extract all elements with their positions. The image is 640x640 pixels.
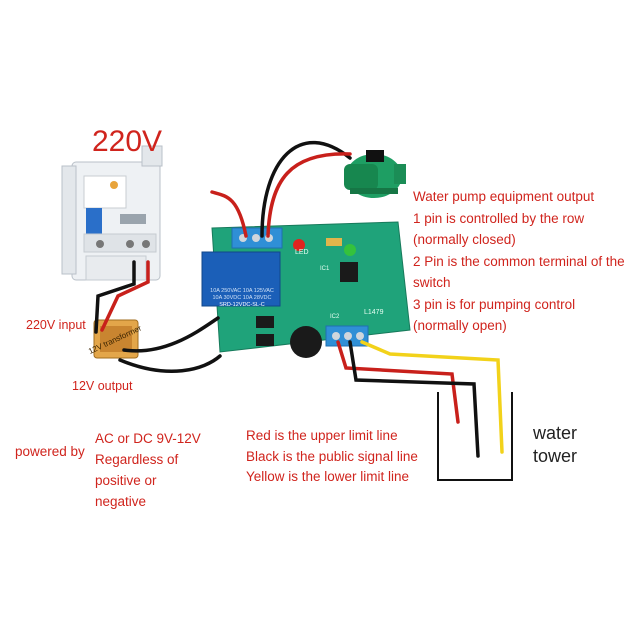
board-chip-label: IC2: [330, 314, 340, 320]
pump-line-5: switch: [413, 275, 451, 290]
powered-by-label: powered by: [15, 444, 85, 459]
water-tower-line-2: tower: [533, 446, 578, 466]
water-tower-tank: [437, 392, 513, 481]
limit-line-legend: Red is the upper limit line Black is the…: [246, 426, 418, 488]
power-line-1: AC or DC 9V-12V: [95, 431, 201, 446]
limit-line-black: Black is the public signal line: [246, 448, 418, 464]
pump-line-2: 1 pin is controlled by the row: [413, 210, 585, 226]
relay-rating-2: 10A 30VDC 10A 28VDC: [212, 295, 271, 301]
limit-line-yellow: Yellow is the lower limit line: [246, 469, 410, 484]
control-board: 10A 250VAC 10A 125VAC 10A 30VDC 10A 28VD…: [201, 221, 411, 358]
pump-line-7: (normally open): [413, 318, 507, 333]
board-model-label: L1479: [364, 309, 384, 316]
power-line-3: positive or: [95, 473, 157, 488]
relay-rating-1: 10A 250VAC 10A 125VAC: [210, 288, 274, 294]
pump-output-description: Water pump equipment output 1 pin is con…: [413, 186, 625, 337]
pump-line-1: Water pump equipment output: [413, 189, 595, 204]
transformer-output-label: 12V output: [72, 379, 133, 393]
relay-model: SRD-12VDC-SL-C: [219, 302, 265, 308]
power-line-4: negative: [95, 494, 147, 509]
power-line-2: Regardless of: [95, 452, 179, 467]
water-tower-label: water tower: [533, 422, 577, 468]
wires: [94, 140, 504, 458]
board-ic-label: IC1: [320, 266, 330, 272]
voltage-label: 220V: [92, 125, 163, 158]
water-pump: [344, 150, 406, 198]
pump-line-3: (normally closed): [413, 232, 516, 247]
power-description: AC or DC 9V-12V Regardless of positive o…: [95, 428, 201, 512]
pump-line-4: 2 Pin is the common terminal of the: [413, 253, 625, 269]
water-tower-line-1: water: [533, 423, 578, 443]
transformer-input-label: 220V input: [26, 318, 86, 332]
limit-line-red: Red is the upper limit line: [246, 428, 398, 443]
pump-line-6: 3 pin is for pumping control: [413, 296, 576, 312]
circuit-breaker: [61, 145, 163, 281]
board-led-label: LED: [295, 249, 309, 256]
